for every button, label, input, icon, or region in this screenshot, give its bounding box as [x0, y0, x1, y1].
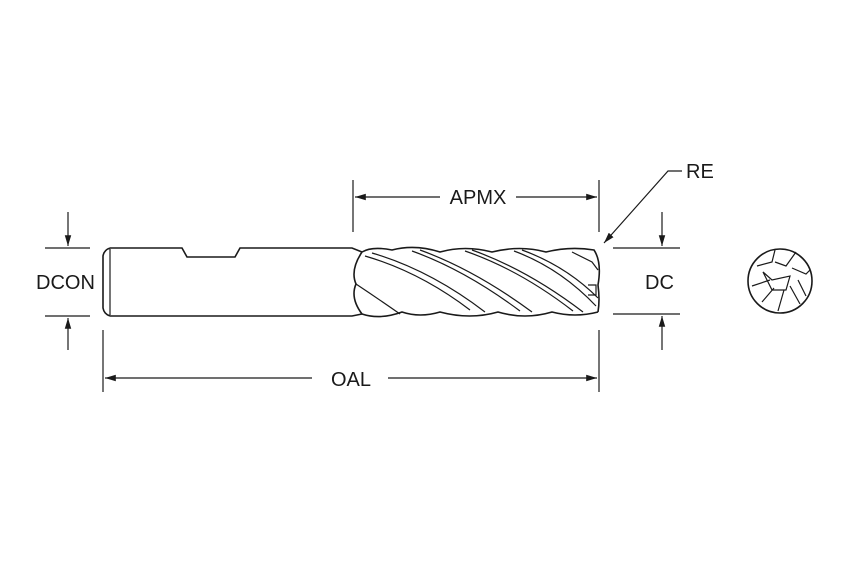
apmx-label: APMX	[450, 187, 507, 209]
end-view	[747, 248, 813, 314]
dcon-label: DCON	[36, 272, 95, 294]
oal-label: OAL	[331, 369, 371, 391]
shank	[102, 247, 363, 317]
re-dimension: RE	[603, 161, 714, 244]
dc-label: DC	[645, 272, 674, 294]
dc-dimension: DC	[613, 212, 680, 350]
re-label: RE	[686, 161, 714, 183]
dcon-dimension: DCON	[36, 212, 95, 350]
oal-dimension: OAL	[102, 330, 600, 392]
apmx-dimension: APMX	[352, 180, 600, 232]
flute-section	[353, 246, 601, 318]
